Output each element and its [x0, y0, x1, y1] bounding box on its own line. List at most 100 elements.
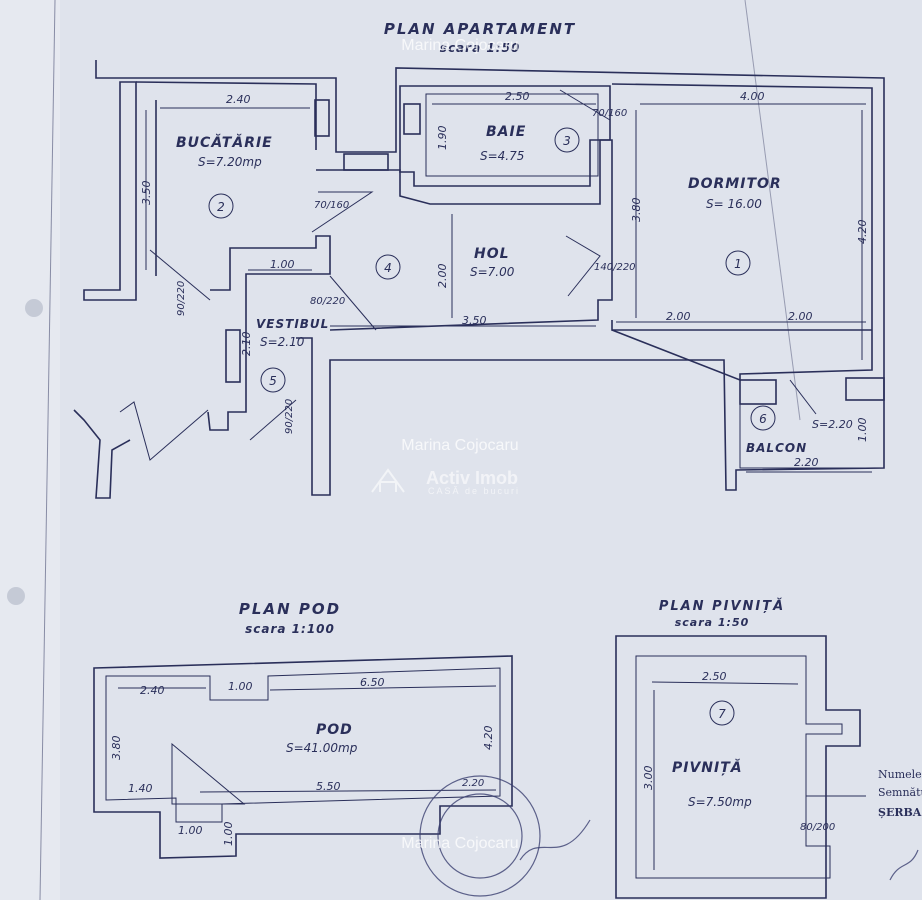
attic-dim-h: 2.20: [462, 778, 484, 789]
basement-plan: [615, 635, 866, 899]
attic-outer-wall: [93, 655, 513, 859]
brand-name: Activ Imob: [426, 468, 518, 488]
brand-tagline: CASĂ de bucuri: [428, 486, 520, 496]
vestibul-number: 5: [269, 374, 277, 388]
stamp-inner-ring: [437, 793, 523, 879]
house-icon: [371, 468, 405, 493]
dim-bed-h: 4.20: [856, 220, 869, 245]
vestibul-window: [225, 329, 241, 383]
door-swing-kitchen-vest: [149, 249, 211, 301]
room-circle-3: [554, 127, 580, 153]
door-kitchen-label: 70/160: [314, 200, 349, 211]
room-circle-2: [208, 193, 234, 219]
brand-logo: Activ Imob CASĂ de bucuri: [371, 468, 520, 496]
door-entry-label: 90/220: [284, 399, 295, 434]
attic-hatch: [171, 742, 246, 805]
attic-dim-d: 3.80: [110, 736, 123, 761]
dim-bed-bottom-b: 2.00: [788, 310, 813, 323]
balcony-name: BALCON: [746, 441, 807, 455]
vestibul-area: S=2.10: [260, 335, 305, 349]
basement-door-label: 80/200: [800, 822, 835, 833]
kitchen-number: 2: [217, 200, 225, 214]
attic-dim-line-g: [199, 789, 497, 793]
bath-area: S=4.75: [480, 149, 524, 163]
attic-dim-line-c: [269, 685, 497, 691]
apartment-title: PLAN APARTAMENT: [384, 20, 576, 38]
attic-name: POD: [316, 722, 353, 738]
bedroom-number: 1: [734, 257, 742, 271]
stamp-outer-ring: [419, 775, 541, 897]
basement-dim-w: 2.50: [702, 670, 727, 683]
margin-note-2: Semnătu: [878, 786, 922, 799]
apartment-scale: scara 1:50: [440, 41, 520, 55]
dim-hol-w: 3.50: [462, 314, 487, 327]
kitchen-top-wall: [135, 81, 317, 150]
attic-dim-f: 1.40: [128, 782, 153, 795]
attic-dim-g: 5.50: [316, 780, 341, 793]
bedroom-name: DORMITOR: [688, 176, 782, 192]
bedroom-area: S= 16.00: [706, 197, 762, 211]
basement-dim-h: 3.00: [642, 766, 655, 791]
stair-remnant-line: [119, 401, 209, 461]
bath-inner: [425, 93, 599, 177]
attic-plan: [93, 655, 513, 859]
dim-kitchen-h: 3.50: [140, 181, 153, 206]
dim-bed-bottom-a: 2.00: [666, 310, 691, 323]
paper-fold-left: [39, 0, 56, 900]
kitchen-area: S=7.20mp: [198, 155, 262, 169]
dim-bath-w: 2.50: [505, 90, 530, 103]
basement-number: 7: [718, 707, 726, 721]
attic-inner-wall: [105, 667, 501, 823]
attic-dim-e: 4.20: [482, 726, 495, 751]
watermark-bottom: Marina Cojocaru: [401, 835, 518, 852]
binder-hole-top: [25, 299, 43, 317]
basement-dim-line-w: [651, 681, 799, 685]
bedroom-inner: [611, 83, 873, 382]
dim-balcon-w: 2.20: [794, 456, 819, 469]
bath-window: [403, 103, 421, 135]
basement-area: S=7.50mp: [688, 795, 752, 809]
official-stamp: [419, 775, 919, 897]
door-swing-bedroom: [565, 235, 601, 297]
basement-scale: scara 1:50: [675, 616, 750, 629]
dim-hol-h: 2.00: [436, 264, 449, 289]
door-swing-entry: [249, 399, 297, 441]
hol-name: HOL: [474, 246, 510, 262]
balcony-edge: [739, 404, 884, 469]
balcony-window-right: [845, 377, 885, 401]
margin-note-1: Numele: [878, 768, 922, 781]
bath-outer: [399, 85, 611, 187]
dim-vest-w: 1.00: [270, 258, 295, 271]
dim-vest-h: 2.10: [240, 332, 253, 357]
room-circle-4: [375, 254, 401, 280]
door-swing-kitchen: [311, 191, 374, 233]
watermark-center: Marina Cojocaru: [401, 437, 518, 454]
signature-margin: [889, 849, 919, 881]
outer-wall-top: [95, 60, 885, 496]
door-swing-bath: [559, 89, 611, 121]
dim-hall-h: 3.80: [630, 198, 643, 223]
door-swing-balcony: [789, 379, 817, 415]
door-kitchen-vest-label: 90/220: [176, 281, 187, 316]
dim-kitchen-w: 2.40: [226, 93, 251, 106]
binder-hole-bottom: [7, 587, 25, 605]
door-bath-label: 70/160: [592, 108, 627, 119]
margin-note-3: ȘERBA: [878, 806, 922, 819]
dim-bed-w: 4.00: [740, 90, 765, 103]
attic-dim-c: 6.50: [360, 676, 385, 689]
room-circle-5: [260, 367, 286, 393]
basement-title: PLAN PIVNIȚĂ: [659, 598, 785, 614]
vestibul-name: VESTIBUL: [256, 317, 329, 331]
kitchen-window: [314, 99, 330, 137]
paper-fold-right: [744, 0, 801, 421]
room-circle-6: [750, 405, 776, 431]
balcony-area: S=2.20: [812, 418, 853, 431]
basement-inner-wall: [635, 655, 843, 879]
attic-dim-i: 1.00: [178, 824, 203, 837]
stair-remnant-left: [73, 409, 131, 499]
signature-stroke: [519, 819, 591, 861]
watermark-top: Marina Cojocaru: [401, 37, 518, 54]
apartment-plan: [73, 60, 885, 499]
